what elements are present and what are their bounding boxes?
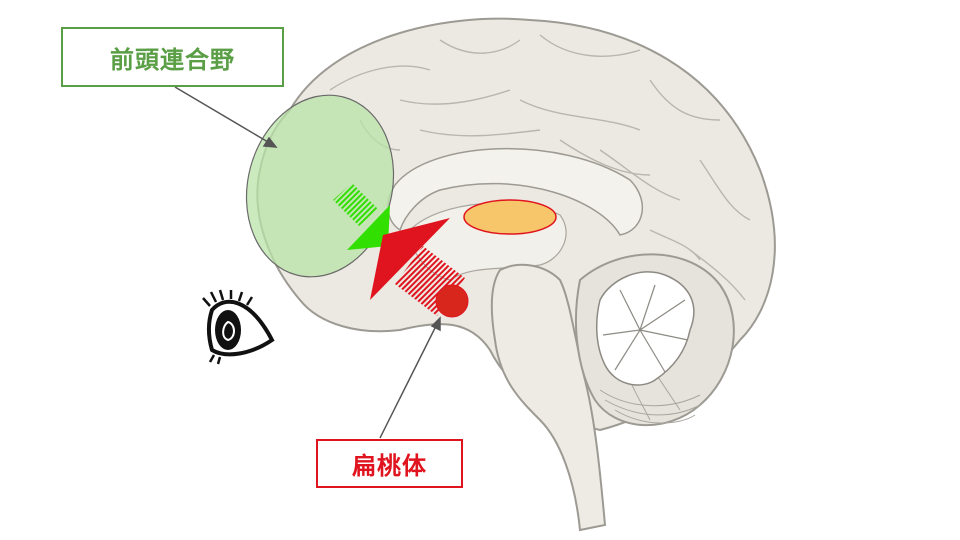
frontal-cortex-region [245, 94, 395, 278]
frontal-cortex-label: 前頭連合野 [61, 27, 284, 87]
amygdala-region [435, 284, 469, 318]
green-arrow [333, 183, 390, 250]
eye-icon [202, 289, 275, 365]
corpus-callosum [387, 147, 644, 236]
cerebellum [575, 253, 735, 426]
frontal-cortex-label-text: 前頭連合野 [110, 45, 235, 74]
amygdala-label: 扁桃体 [316, 439, 463, 488]
brainstem [490, 263, 607, 532]
thalamus-region [463, 199, 557, 235]
pointer-lines [174, 86, 441, 439]
amygdala-label-text: 扁桃体 [352, 452, 427, 480]
